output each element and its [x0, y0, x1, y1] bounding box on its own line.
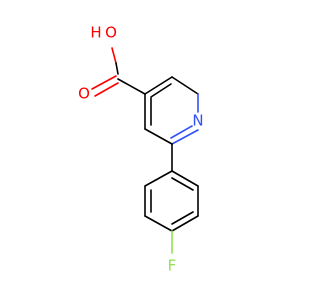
- pyridine-bond-c4-c3: [144, 76, 173, 95]
- pyridine-bond-c6-c5: [144, 128, 173, 145]
- bond-c-o-double-1: [91, 75, 117, 90]
- bond-c-carboxyl-ring: [117, 78, 146, 95]
- phenyl-bond-c1-c2-inner: [171, 177, 194, 191]
- bond-c-oh-carbon: [115, 62, 119, 75]
- bond-c-oh: [111, 47, 117, 64]
- phenyl-bond-c1-c2: [171, 170, 199, 187]
- hydroxyl-oxygen-label: O: [105, 24, 117, 42]
- bond-c-o-double-2: [94, 82, 119, 97]
- pyridine-bond-n-c6: [171, 129, 199, 145]
- pyridine-bond-n-c6-inner: [170, 125, 193, 139]
- phenyl-bond-c3-c4: [171, 215, 199, 232]
- hydroxyl-hydrogen-label: H: [90, 24, 101, 42]
- phenyl-bond-c3-c4-inner: [171, 211, 194, 225]
- fluorine-label: F: [168, 257, 177, 275]
- carbonyl-oxygen-label: O: [78, 85, 90, 103]
- molecule-structure-diagram: O H O N F: [78, 24, 204, 275]
- pyridine-nitrogen-label: N: [192, 112, 203, 130]
- pyridine-bond-c4-c3-inner: [150, 83, 172, 98]
- pyridine-bond-c3-c2: [171, 76, 199, 95]
- phenyl-bond-c4-c5: [144, 215, 173, 232]
- phenyl-bond-c6-c1: [144, 170, 173, 187]
